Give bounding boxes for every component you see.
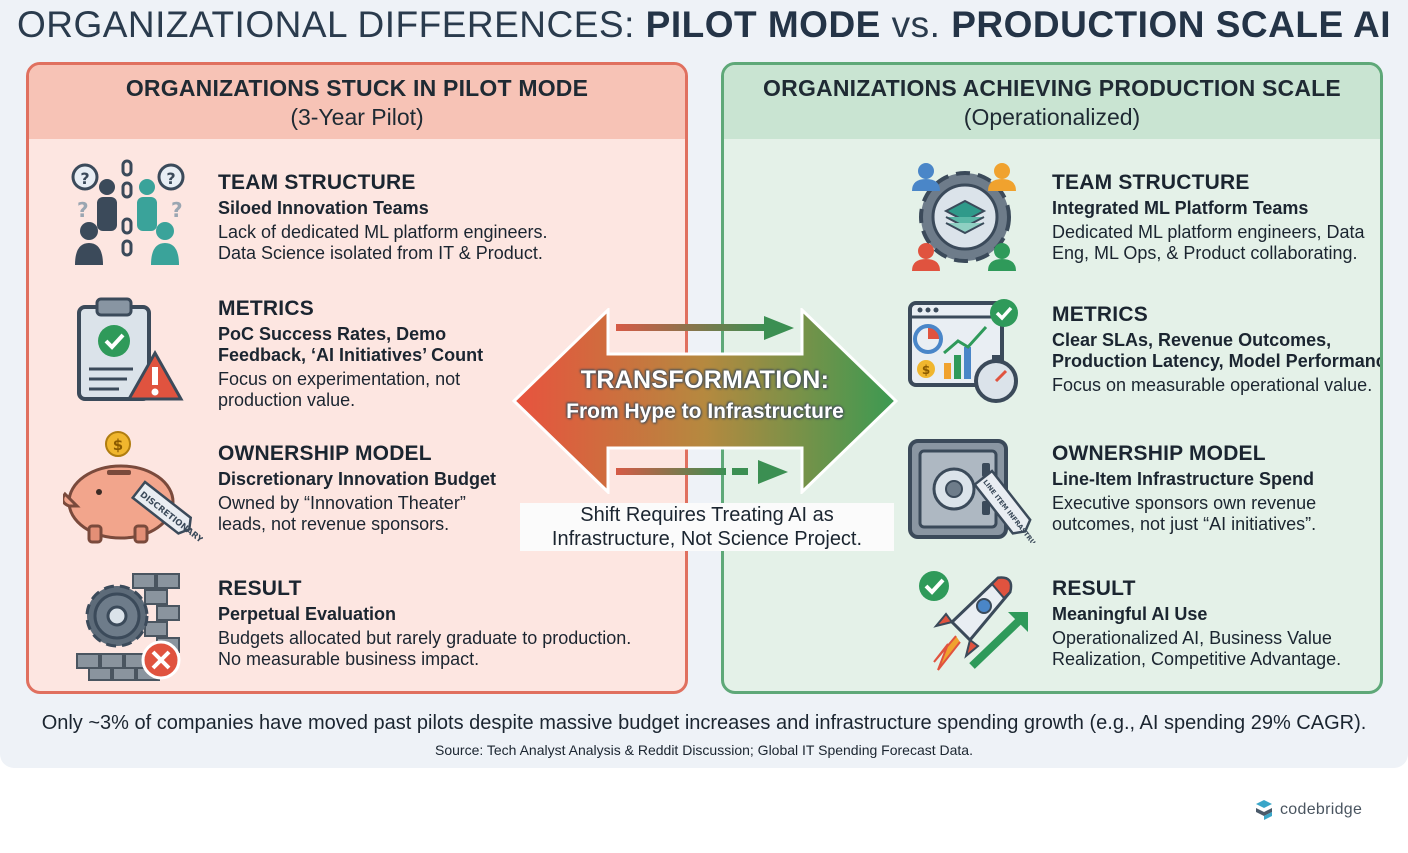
section-label: OWNERSHIP MODEL xyxy=(1052,442,1266,465)
subtitle-line: PoC Success Rates, Demo xyxy=(218,324,447,344)
production-ownership-model: OWNERSHIP MODEL Line-Item Infrastructure… xyxy=(1052,442,1380,535)
subtitle-line: Production Latency, Model Performance xyxy=(1052,351,1383,371)
dashboard-icon: $ xyxy=(908,299,1018,403)
transformation-arrow xyxy=(512,308,898,494)
section-subtitle: Siloed Innovation Teams xyxy=(218,198,429,218)
description-line: Executive sponsors own revenue xyxy=(1052,493,1317,513)
section-subtitle: Line-Item Infrastructure Spend xyxy=(1052,469,1315,489)
description-line: No measurable business impact. xyxy=(218,649,480,669)
safe-icon: LINE ITEM INFRASTRUCTURE xyxy=(908,439,1052,543)
shift-line: Shift Requires Treating AI as xyxy=(580,504,834,526)
piggy-bank-icon: $ DISCRETIONARY xyxy=(63,431,203,546)
section-subtitle: Integrated ML Platform Teams xyxy=(1052,198,1309,218)
codebridge-logo: codebridge xyxy=(1254,796,1362,824)
codebridge-logo-text: codebridge xyxy=(1280,801,1363,818)
codebridge-logo-icon xyxy=(1256,800,1272,820)
subtitle-line: Clear SLAs, Revenue Outcomes, xyxy=(1052,330,1332,350)
source-citation: Source: Tech Analyst Analysis & Reddit D… xyxy=(435,742,973,758)
section-label: RESULT xyxy=(218,577,302,600)
description-line: Focus on experimentation, not xyxy=(218,369,461,389)
description-line: Focus on measurable operational value. xyxy=(1052,375,1373,395)
pilot-ownership-model: OWNERSHIP MODEL Discretionary Innovation… xyxy=(218,442,658,535)
pilot-panel-subheading: (3-Year Pilot) xyxy=(290,104,424,130)
description-line: Operationalized AI, Business Value xyxy=(1052,628,1332,648)
section-label: METRICS xyxy=(218,297,314,320)
section-label: OWNERSHIP MODEL xyxy=(218,442,432,465)
svg-text:?: ? xyxy=(171,198,183,222)
subtitle-line: Feedback, ‘AI Initiatives’ Count xyxy=(218,345,484,365)
description-line: outcomes, not just “AI initiatives”. xyxy=(1052,514,1317,534)
title-part-2: PILOT MODE xyxy=(645,4,881,45)
description-line: production value. xyxy=(218,390,356,410)
production-scale-panel: ORGANIZATIONS ACHIEVING PRODUCTION SCALE… xyxy=(721,62,1383,694)
gear-wall-icon xyxy=(76,573,181,681)
section-subtitle: Meaningful AI Use xyxy=(1052,604,1208,624)
svg-text:?: ? xyxy=(166,169,175,188)
description-line: Budgets allocated but rarely graduate to… xyxy=(218,628,632,648)
production-metrics: METRICS Clear SLAs, Revenue Outcomes, Pr… xyxy=(1052,303,1383,396)
svg-text:$: $ xyxy=(922,363,930,377)
section-description: Owned by “Innovation Theater” leads, not… xyxy=(218,493,658,535)
section-description: Dedicated ML platform engineers, Data En… xyxy=(1052,222,1380,264)
section-label: RESULT xyxy=(1052,577,1136,600)
section-description: Focus on experimentation, not production… xyxy=(218,369,658,411)
description-line: leads, not revenue sponsors. xyxy=(218,514,450,534)
svg-text:?: ? xyxy=(80,169,89,188)
pilot-panel-heading: ORGANIZATIONS STUCK IN PILOT MODE xyxy=(125,75,589,101)
clipboard-warning-icon xyxy=(77,297,184,401)
svg-text:?: ? xyxy=(77,198,89,222)
isolated-people-icon: ? ? ? ? xyxy=(71,159,185,265)
section-description: Executive sponsors own revenue outcomes,… xyxy=(1052,493,1380,535)
transformation-title: TRANSFORMATION: xyxy=(580,366,830,394)
production-panel-subheading: (Operationalized) xyxy=(963,104,1141,130)
section-subtitle: Perpetual Evaluation xyxy=(218,604,397,624)
production-panel-header: ORGANIZATIONS ACHIEVING PRODUCTION SCALE… xyxy=(724,65,1380,139)
team-gear-icon xyxy=(912,163,1016,271)
pilot-panel-header: ORGANIZATIONS STUCK IN PILOT MODE (3-Yea… xyxy=(29,65,685,139)
title-part-1: ORGANIZATIONAL DIFFERENCES: xyxy=(16,4,646,45)
description-line: Owned by “Innovation Theater” xyxy=(218,493,466,513)
section-description: Focus on measurable operational value. xyxy=(1052,375,1380,396)
production-team-structure: TEAM STRUCTURE Integrated ML Platform Te… xyxy=(1052,171,1380,264)
section-label: TEAM STRUCTURE xyxy=(218,171,416,194)
production-result: RESULT Meaningful AI Use Operationalized… xyxy=(1052,577,1380,670)
svg-text:$: $ xyxy=(113,436,123,454)
title-part-3: vs. xyxy=(880,4,952,45)
section-subtitle: Clear SLAs, Revenue Outcomes, Production… xyxy=(1052,330,1383,372)
section-label: METRICS xyxy=(1052,303,1148,326)
pilot-team-structure: TEAM STRUCTURE Siloed Innovation Teams L… xyxy=(218,171,658,264)
pilot-metrics: METRICS PoC Success Rates, Demo Feedback… xyxy=(218,297,658,411)
shift-statement: Shift Requires Treating AI as Infrastruc… xyxy=(520,503,894,551)
footnote: Only ~3% of companies have moved past pi… xyxy=(41,712,1367,734)
section-subtitle: PoC Success Rates, Demo Feedback, ‘AI In… xyxy=(218,324,658,366)
description-line: Eng, ML Ops, & Product collaborating. xyxy=(1052,243,1358,263)
title-part-4: PRODUCTION SCALE AI xyxy=(951,4,1392,45)
description-line: Dedicated ML platform engineers, Data xyxy=(1052,222,1365,242)
shift-line: Infrastructure, Not Science Project. xyxy=(551,528,863,550)
section-subtitle: Discretionary Innovation Budget xyxy=(218,469,497,489)
section-description: Operationalized AI, Business Value Reali… xyxy=(1052,628,1380,670)
description-line: Lack of dedicated ML platform engineers. xyxy=(218,222,548,242)
description-line: Data Science isolated from IT & Product. xyxy=(218,243,543,263)
section-description: Lack of dedicated ML platform engineers.… xyxy=(218,222,658,264)
section-label: TEAM STRUCTURE xyxy=(1052,171,1250,194)
rocket-icon xyxy=(919,571,1028,671)
page-title: ORGANIZATIONAL DIFFERENCES: PILOT MODE v… xyxy=(0,4,1408,46)
description-line: Realization, Competitive Advantage. xyxy=(1052,649,1342,669)
production-panel-heading: ORGANIZATIONS ACHIEVING PRODUCTION SCALE xyxy=(763,75,1341,101)
pilot-result: RESULT Perpetual Evaluation Budgets allo… xyxy=(218,577,658,670)
transformation-subtitle: From Hype to Infrastructure xyxy=(566,400,844,423)
section-description: Budgets allocated but rarely graduate to… xyxy=(218,628,658,670)
